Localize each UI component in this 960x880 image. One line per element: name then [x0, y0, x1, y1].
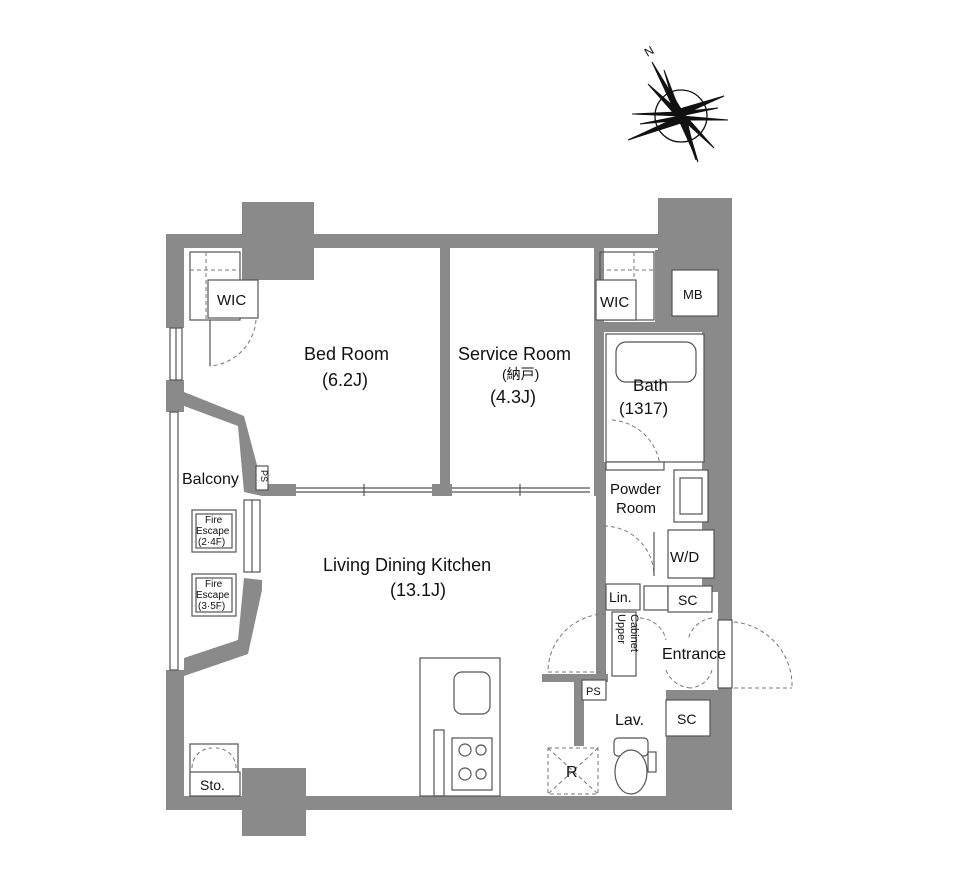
entrance: Upper Cabinet Entrance: [547, 611, 793, 689]
fire-escape-2-line1: Fire: [205, 579, 223, 590]
wall-service-bath: [594, 246, 604, 496]
fire-escape-1-line2: Escape: [196, 526, 230, 537]
sc-bottom-box: [665, 699, 711, 737]
sliding-doors: [296, 484, 590, 496]
entrance-door-frame: [717, 619, 733, 689]
lin-label: Lin.: [609, 589, 632, 605]
bedroom-name: Bed Room: [304, 344, 389, 364]
toilet-bowl: [614, 749, 648, 795]
bath: Bath (1317): [605, 333, 705, 471]
compass-north-label: N: [642, 43, 657, 59]
lin-box: [605, 583, 641, 611]
sc-top-label: SC: [678, 592, 697, 608]
wall-lav-left: [574, 676, 584, 746]
bath-name: Bath: [633, 376, 668, 395]
wic-left-label: WIC: [217, 292, 246, 309]
upper-cabinet-line2: Cabinet: [628, 614, 640, 652]
lavatory: SC Lav.: [613, 699, 711, 795]
west-wall-lower: [166, 670, 184, 810]
bath-door-frame: [605, 461, 665, 471]
wd-box: [667, 529, 715, 579]
ps-bedroom-label: PS: [259, 470, 269, 482]
fire-escape-2-floors: (3·5F): [198, 601, 225, 612]
sink: [453, 671, 491, 715]
wic-right: WIC: [595, 251, 655, 321]
wall-bed-service: [440, 246, 450, 494]
window-balcony-frame: [169, 411, 179, 671]
wall-powder-left: [596, 462, 606, 572]
fire-escape-1-floors: (2·4F): [198, 537, 225, 548]
bedroom-size: (6.2J): [322, 370, 368, 390]
storage: Sto.: [189, 743, 241, 797]
kitchen-counter: [419, 657, 501, 797]
fire-escape-1-line1: Fire: [205, 515, 223, 526]
wic-right-label: WIC: [600, 294, 629, 311]
sc-bottom-label: SC: [677, 711, 696, 727]
bay-wall-upper: [184, 392, 262, 496]
ps-entrance-label: PS: [586, 686, 601, 698]
sc-top-box: [667, 585, 713, 613]
compass-rose: N: [627, 43, 729, 163]
mb-box: [671, 269, 719, 317]
wall-lin: [596, 572, 606, 692]
compass-ring: [654, 89, 708, 143]
service-room-sub: (納戸): [502, 366, 539, 382]
storage-label: Sto.: [200, 777, 225, 793]
powder-room: Powder Room W/D: [603, 469, 715, 579]
mb-label: MB: [683, 287, 703, 302]
bay-wall-lower: [184, 578, 262, 676]
ps-entrance-box: [581, 679, 607, 701]
west-wall-mid: [166, 380, 184, 412]
west-wall-upper: [166, 234, 184, 328]
powder-room-line2: Room: [616, 500, 656, 517]
ldk-size: (13.1J): [390, 580, 446, 600]
column-nw: [242, 202, 314, 280]
fire-escape-2-line2: Escape: [196, 590, 230, 601]
wic-left: WIC: [189, 251, 259, 367]
fridge-space: R: [547, 747, 599, 795]
powder-room-line1: Powder: [610, 481, 661, 498]
wall-ps-bedroom: [262, 484, 296, 496]
south-wall: [166, 796, 732, 810]
lavatory-name: Lav.: [615, 712, 644, 729]
fire-escape-2: Fire Escape (3·5F): [191, 573, 237, 617]
wall-bath-top: [596, 322, 708, 332]
balcony-name: Balcony: [182, 471, 239, 488]
fridge-label: R: [566, 764, 578, 781]
windows: [169, 327, 261, 671]
bath-size: (1317): [619, 399, 668, 418]
service-room-name: Service Room: [458, 344, 571, 364]
fire-escape-1: Fire Escape (2·4F): [191, 509, 237, 553]
upper-cabinet-line1: Upper: [615, 614, 627, 644]
column-sw: [242, 768, 306, 836]
wall-bath-right: [702, 322, 718, 592]
ldk-name: Living Dining Kitchen: [323, 555, 491, 575]
wd-label: W/D: [670, 549, 699, 566]
compass-needles: [627, 61, 729, 163]
stove: [451, 737, 493, 791]
ps-bedroom-box: [255, 465, 269, 491]
balcony: Balcony Fire Escape (2·4F) Fire Escape (…: [182, 471, 239, 617]
lin-shelf: [643, 585, 669, 611]
entrance-name: Entrance: [662, 646, 726, 663]
service-room-size: (4.3J): [490, 387, 536, 407]
